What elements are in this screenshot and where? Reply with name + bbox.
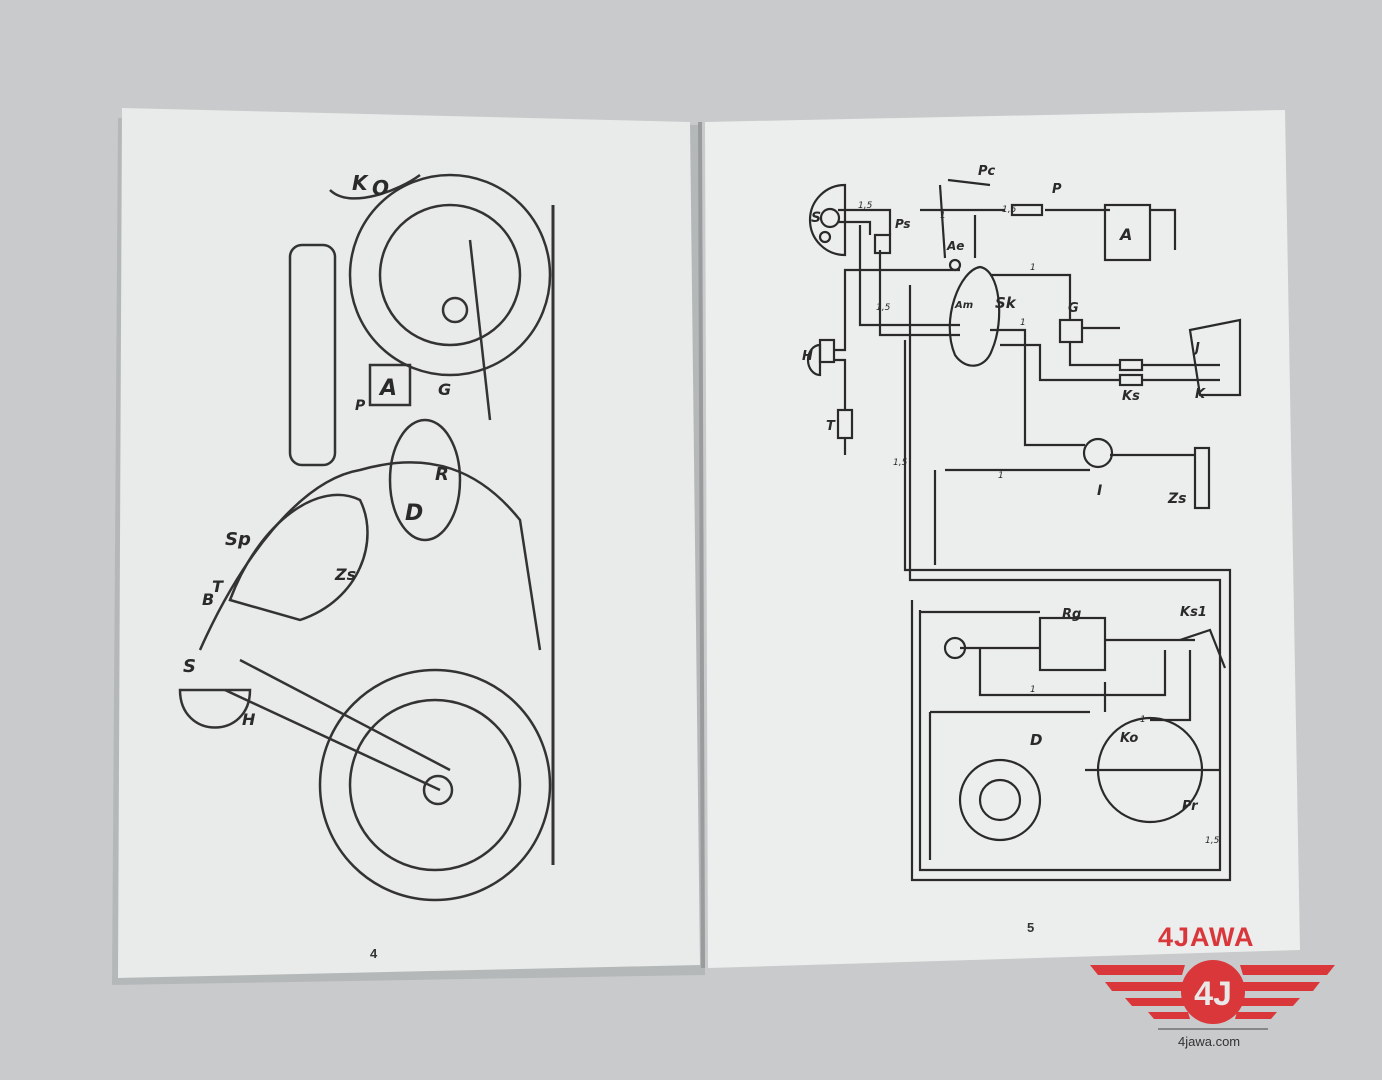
svg-text:Rg: Rg bbox=[1062, 607, 1081, 622]
svg-text:Am: Am bbox=[954, 300, 973, 311]
svg-text:K: K bbox=[1195, 387, 1206, 402]
svg-text:1,5: 1,5 bbox=[876, 303, 891, 313]
svg-text:A: A bbox=[1118, 225, 1132, 244]
left-page bbox=[118, 108, 700, 978]
svg-text:Ps: Ps bbox=[895, 217, 911, 231]
svg-text:D: D bbox=[1030, 731, 1042, 749]
svg-text:1: 1 bbox=[1020, 318, 1026, 328]
svg-text:Ks1: Ks1 bbox=[1180, 605, 1207, 620]
svg-text:I: I bbox=[1097, 483, 1102, 499]
motorcycle-illustration bbox=[178, 173, 555, 902]
svg-text:Pc: Pc bbox=[978, 164, 996, 179]
svg-text:Ko: Ko bbox=[1120, 731, 1138, 746]
svg-text:B: B bbox=[202, 590, 214, 609]
svg-text:K: K bbox=[352, 171, 369, 195]
svg-text:1,5: 1,5 bbox=[893, 458, 908, 468]
right-page-number: 5 bbox=[1027, 920, 1034, 935]
svg-text:1,5: 1,5 bbox=[1205, 836, 1220, 846]
wiring-labels: S Ps Pc P A Ae Sk Am G J K Ks H T I Zs R… bbox=[802, 164, 1220, 846]
svg-text:D: D bbox=[405, 501, 423, 526]
svg-text:S: S bbox=[183, 656, 196, 677]
motorcycle-labels: K O Sp A G P R D Zs B T S H bbox=[183, 171, 451, 729]
svg-text:H: H bbox=[242, 710, 256, 729]
svg-text:R: R bbox=[435, 464, 449, 485]
svg-text:Ks: Ks bbox=[1122, 389, 1140, 404]
svg-text:T: T bbox=[826, 419, 836, 434]
svg-text:H: H bbox=[802, 349, 813, 364]
svg-text:Pr: Pr bbox=[1182, 799, 1199, 814]
svg-text:Sp: Sp bbox=[225, 529, 251, 550]
svg-text:G: G bbox=[438, 380, 451, 399]
svg-text:4J: 4J bbox=[1194, 975, 1232, 1013]
svg-text:P: P bbox=[355, 398, 366, 414]
svg-text:Zs: Zs bbox=[334, 565, 356, 584]
svg-text:1: 1 bbox=[1140, 715, 1146, 725]
right-page bbox=[705, 110, 1300, 968]
left-page-number: 4 bbox=[370, 946, 378, 961]
svg-text:1: 1 bbox=[998, 471, 1004, 481]
svg-text:P: P bbox=[1052, 182, 1062, 197]
svg-text:Sk: Sk bbox=[995, 294, 1017, 312]
svg-text:T: T bbox=[212, 577, 224, 596]
svg-text:A: A bbox=[378, 376, 397, 401]
logo-brand-text: 4JAWA bbox=[1158, 922, 1255, 952]
4jawa-logo: 4J bbox=[1090, 960, 1335, 1030]
svg-text:Zs: Zs bbox=[1167, 491, 1186, 507]
wiring-diagram bbox=[806, 178, 1242, 882]
svg-text:1: 1 bbox=[1030, 685, 1036, 695]
svg-text:G: G bbox=[1068, 301, 1079, 316]
logo-url: 4jawa.com bbox=[1178, 1034, 1241, 1049]
svg-text:O: O bbox=[372, 176, 389, 200]
svg-text:1: 1 bbox=[940, 211, 946, 221]
svg-text:J: J bbox=[1192, 341, 1200, 356]
svg-text:Ae: Ae bbox=[946, 239, 964, 253]
svg-text:1: 1 bbox=[1030, 263, 1036, 273]
svg-text:S: S bbox=[811, 210, 821, 226]
svg-text:1,5: 1,5 bbox=[1002, 205, 1017, 215]
svg-text:1,5: 1,5 bbox=[858, 201, 873, 211]
